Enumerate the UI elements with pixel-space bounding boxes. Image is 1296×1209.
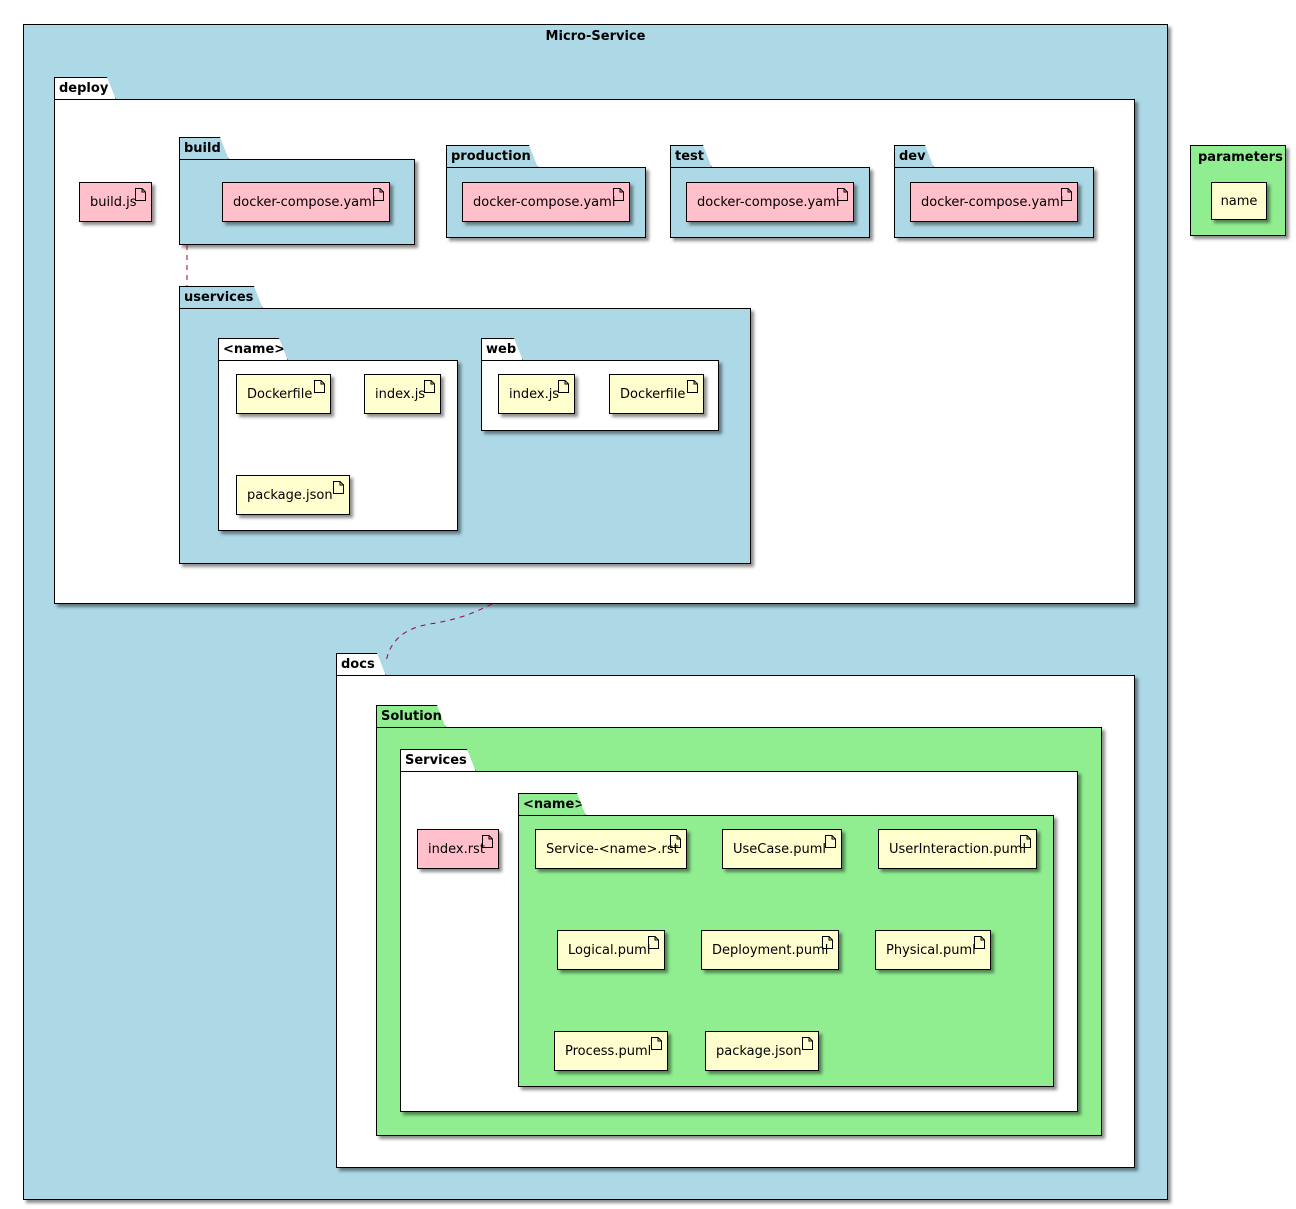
dev-docker-compose-label: docker-compose.yaml: [921, 194, 1064, 210]
physical-puml-label: Physical.puml: [886, 942, 976, 958]
logical-puml-label: Logical.puml: [568, 942, 651, 958]
document-icon: [648, 936, 659, 949]
web-dockerfile-label: Dockerfile: [620, 386, 686, 402]
web-index-js-label: index.js: [509, 386, 560, 402]
uservices-dockerfile-label: Dockerfile: [247, 386, 313, 402]
document-icon: [482, 835, 493, 848]
services-package-json-artifact: package.json: [705, 1031, 819, 1071]
test-tab: test: [670, 145, 712, 168]
deployment-puml-label: Deployment.puml: [712, 942, 829, 958]
production-docker-compose-label: docker-compose.yaml: [473, 194, 616, 210]
document-icon: [613, 188, 624, 201]
web-index-js-artifact: index.js: [498, 374, 575, 414]
services-package-json-label: package.json: [716, 1043, 802, 1059]
index-rst-label: index.rst: [428, 841, 485, 857]
dev-docker-compose-artifact: docker-compose.yaml: [910, 182, 1078, 222]
document-icon: [135, 188, 146, 201]
logical-puml-artifact: Logical.puml: [557, 930, 665, 970]
test-docker-compose-label: docker-compose.yaml: [697, 194, 840, 210]
physical-puml-artifact: Physical.puml: [875, 930, 991, 970]
test-docker-compose-artifact: docker-compose.yaml: [686, 182, 854, 222]
deployment-puml-artifact: Deployment.puml: [701, 930, 839, 970]
web-dockerfile-artifact: Dockerfile: [609, 374, 704, 414]
document-icon: [373, 188, 384, 201]
document-icon: [1061, 188, 1072, 201]
userinteraction-puml-label: UserInteraction.puml: [889, 841, 1027, 857]
solution-tab: Solution: [376, 705, 446, 728]
parameter-name-label: name: [1220, 193, 1258, 209]
document-icon: [670, 835, 681, 848]
web-tab: web: [481, 338, 523, 361]
uservices-index-js-label: index.js: [375, 386, 426, 402]
deploy-tab: deploy: [54, 77, 116, 100]
document-icon: [1020, 835, 1031, 848]
production-tab: production: [446, 145, 538, 168]
document-icon: [558, 380, 569, 393]
usecase-puml-label: UseCase.puml: [733, 841, 826, 857]
service-name-rst-artifact: Service-<name>.rst: [535, 829, 687, 869]
uservices-tab: uservices: [179, 286, 263, 309]
production-docker-compose-artifact: docker-compose.yaml: [462, 182, 630, 222]
process-puml-label: Process.puml: [565, 1043, 652, 1059]
usecase-puml-artifact: UseCase.puml: [722, 829, 842, 869]
micro-service-title: Micro-Service: [545, 29, 646, 44]
userinteraction-puml-artifact: UserInteraction.puml: [878, 829, 1037, 869]
document-icon: [424, 380, 435, 393]
document-icon: [651, 1037, 662, 1050]
document-icon: [837, 188, 848, 201]
service-name-rst-label: Service-<name>.rst: [546, 841, 679, 857]
document-icon: [333, 481, 344, 494]
process-puml-artifact: Process.puml: [554, 1031, 668, 1071]
uservices-dockerfile-artifact: Dockerfile: [236, 374, 331, 414]
build-docker-compose-label: docker-compose.yaml: [233, 194, 376, 210]
parameter-name-box: name: [1211, 182, 1267, 220]
dev-tab: dev: [894, 145, 934, 168]
uservices-package-json-label: package.json: [247, 487, 333, 503]
uservices-index-js-artifact: index.js: [364, 374, 441, 414]
document-icon: [314, 380, 325, 393]
build-docker-compose-artifact: docker-compose.yaml: [222, 182, 390, 222]
document-icon: [822, 936, 833, 949]
build-js-label: build.js: [90, 194, 137, 210]
document-icon: [687, 380, 698, 393]
parameters-frame: parameters name: [1190, 145, 1286, 236]
parameters-title: parameters: [1198, 150, 1283, 165]
uservices-name-tab: <name>: [218, 338, 288, 361]
build-js-artifact: build.js: [79, 182, 152, 222]
document-icon: [974, 936, 985, 949]
index-rst-artifact: index.rst: [417, 829, 499, 869]
services-name-tab: <name>: [518, 793, 586, 816]
document-icon: [802, 1037, 813, 1050]
document-icon: [825, 835, 836, 848]
uservices-package-json-artifact: package.json: [236, 475, 350, 515]
services-tab: Services: [400, 749, 476, 772]
